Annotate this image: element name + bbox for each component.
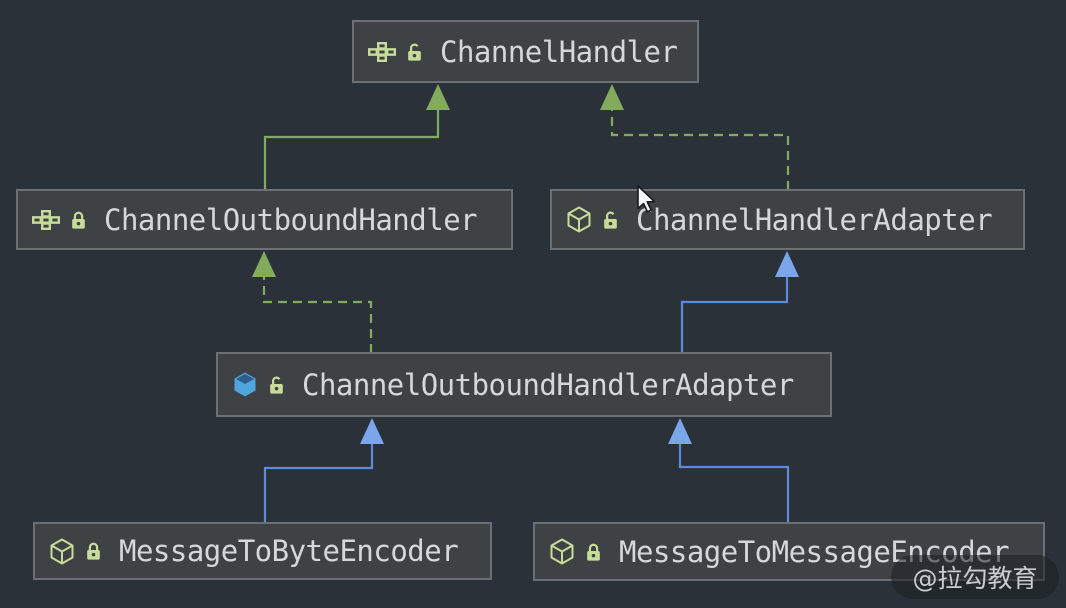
- edge-line: [262, 276, 373, 353]
- mouse-cursor: [637, 185, 656, 213]
- class-icon: [550, 538, 574, 565]
- edge-arrowhead: [668, 418, 692, 444]
- lock-open-icon: [408, 43, 421, 61]
- lock-open-icon: [270, 376, 283, 394]
- class-icon: [567, 206, 591, 233]
- edge-channeloutboundhandler-extends-channelhandler: [263, 84, 450, 191]
- lock-closed-icon: [87, 542, 100, 560]
- edge-arrowhead: [252, 251, 276, 277]
- edge-line: [610, 109, 790, 190]
- class-icon-selected: [234, 372, 256, 397]
- edge-messagetobyteencoder-extends-channeloutboundhandleradapter: [263, 418, 384, 524]
- class-name: MessageToByteEncoder: [119, 534, 459, 568]
- edge-messagetomessageencoder-extends-channeloutboundhandleradapter: [668, 418, 790, 524]
- edge-arrowhead: [360, 418, 384, 444]
- lock-closed-icon: [587, 543, 600, 561]
- class-icon: [50, 538, 74, 564]
- class-name: ChannelHandler: [440, 34, 678, 69]
- lock-open-icon: [604, 211, 617, 229]
- edge-arrowhead: [426, 84, 450, 110]
- class-node-channeloutboundhandleradapter[interactable]: ChannelOutboundHandlerAdapter: [216, 352, 832, 417]
- interface-icon: [32, 209, 60, 230]
- class-node-channelhandler[interactable]: ChannelHandler: [352, 20, 699, 83]
- edge-line: [678, 443, 790, 524]
- class-node-channelhandleradapter[interactable]: ChannelHandlerAdapter: [550, 189, 1025, 250]
- edge-line: [263, 443, 374, 524]
- edge-arrowhead: [775, 251, 799, 277]
- edge-arrowhead: [600, 84, 624, 110]
- interface-icon: [368, 41, 396, 62]
- watermark: @拉勾教育: [891, 555, 1059, 599]
- edge-line: [263, 109, 440, 191]
- edge-channeloutboundhandleradapter-extends-channelhandleradapter: [680, 251, 799, 353]
- lock-closed-icon: [72, 211, 85, 229]
- class-name: ChannelOutboundHandlerAdapter: [302, 367, 794, 402]
- class-name: ChannelOutboundHandler: [104, 202, 478, 237]
- edge-line: [680, 276, 789, 353]
- class-name: ChannelHandlerAdapter: [636, 202, 993, 237]
- edge-channelhandleradapter-implements-channelhandler: [600, 84, 790, 190]
- edge-channeloutboundhandleradapter-implements-channeloutboundhandler: [252, 251, 373, 353]
- class-node-channeloutboundhandler[interactable]: ChannelOutboundHandler: [16, 189, 513, 250]
- class-node-messagetobyteencoder[interactable]: MessageToByteEncoder: [33, 522, 492, 580]
